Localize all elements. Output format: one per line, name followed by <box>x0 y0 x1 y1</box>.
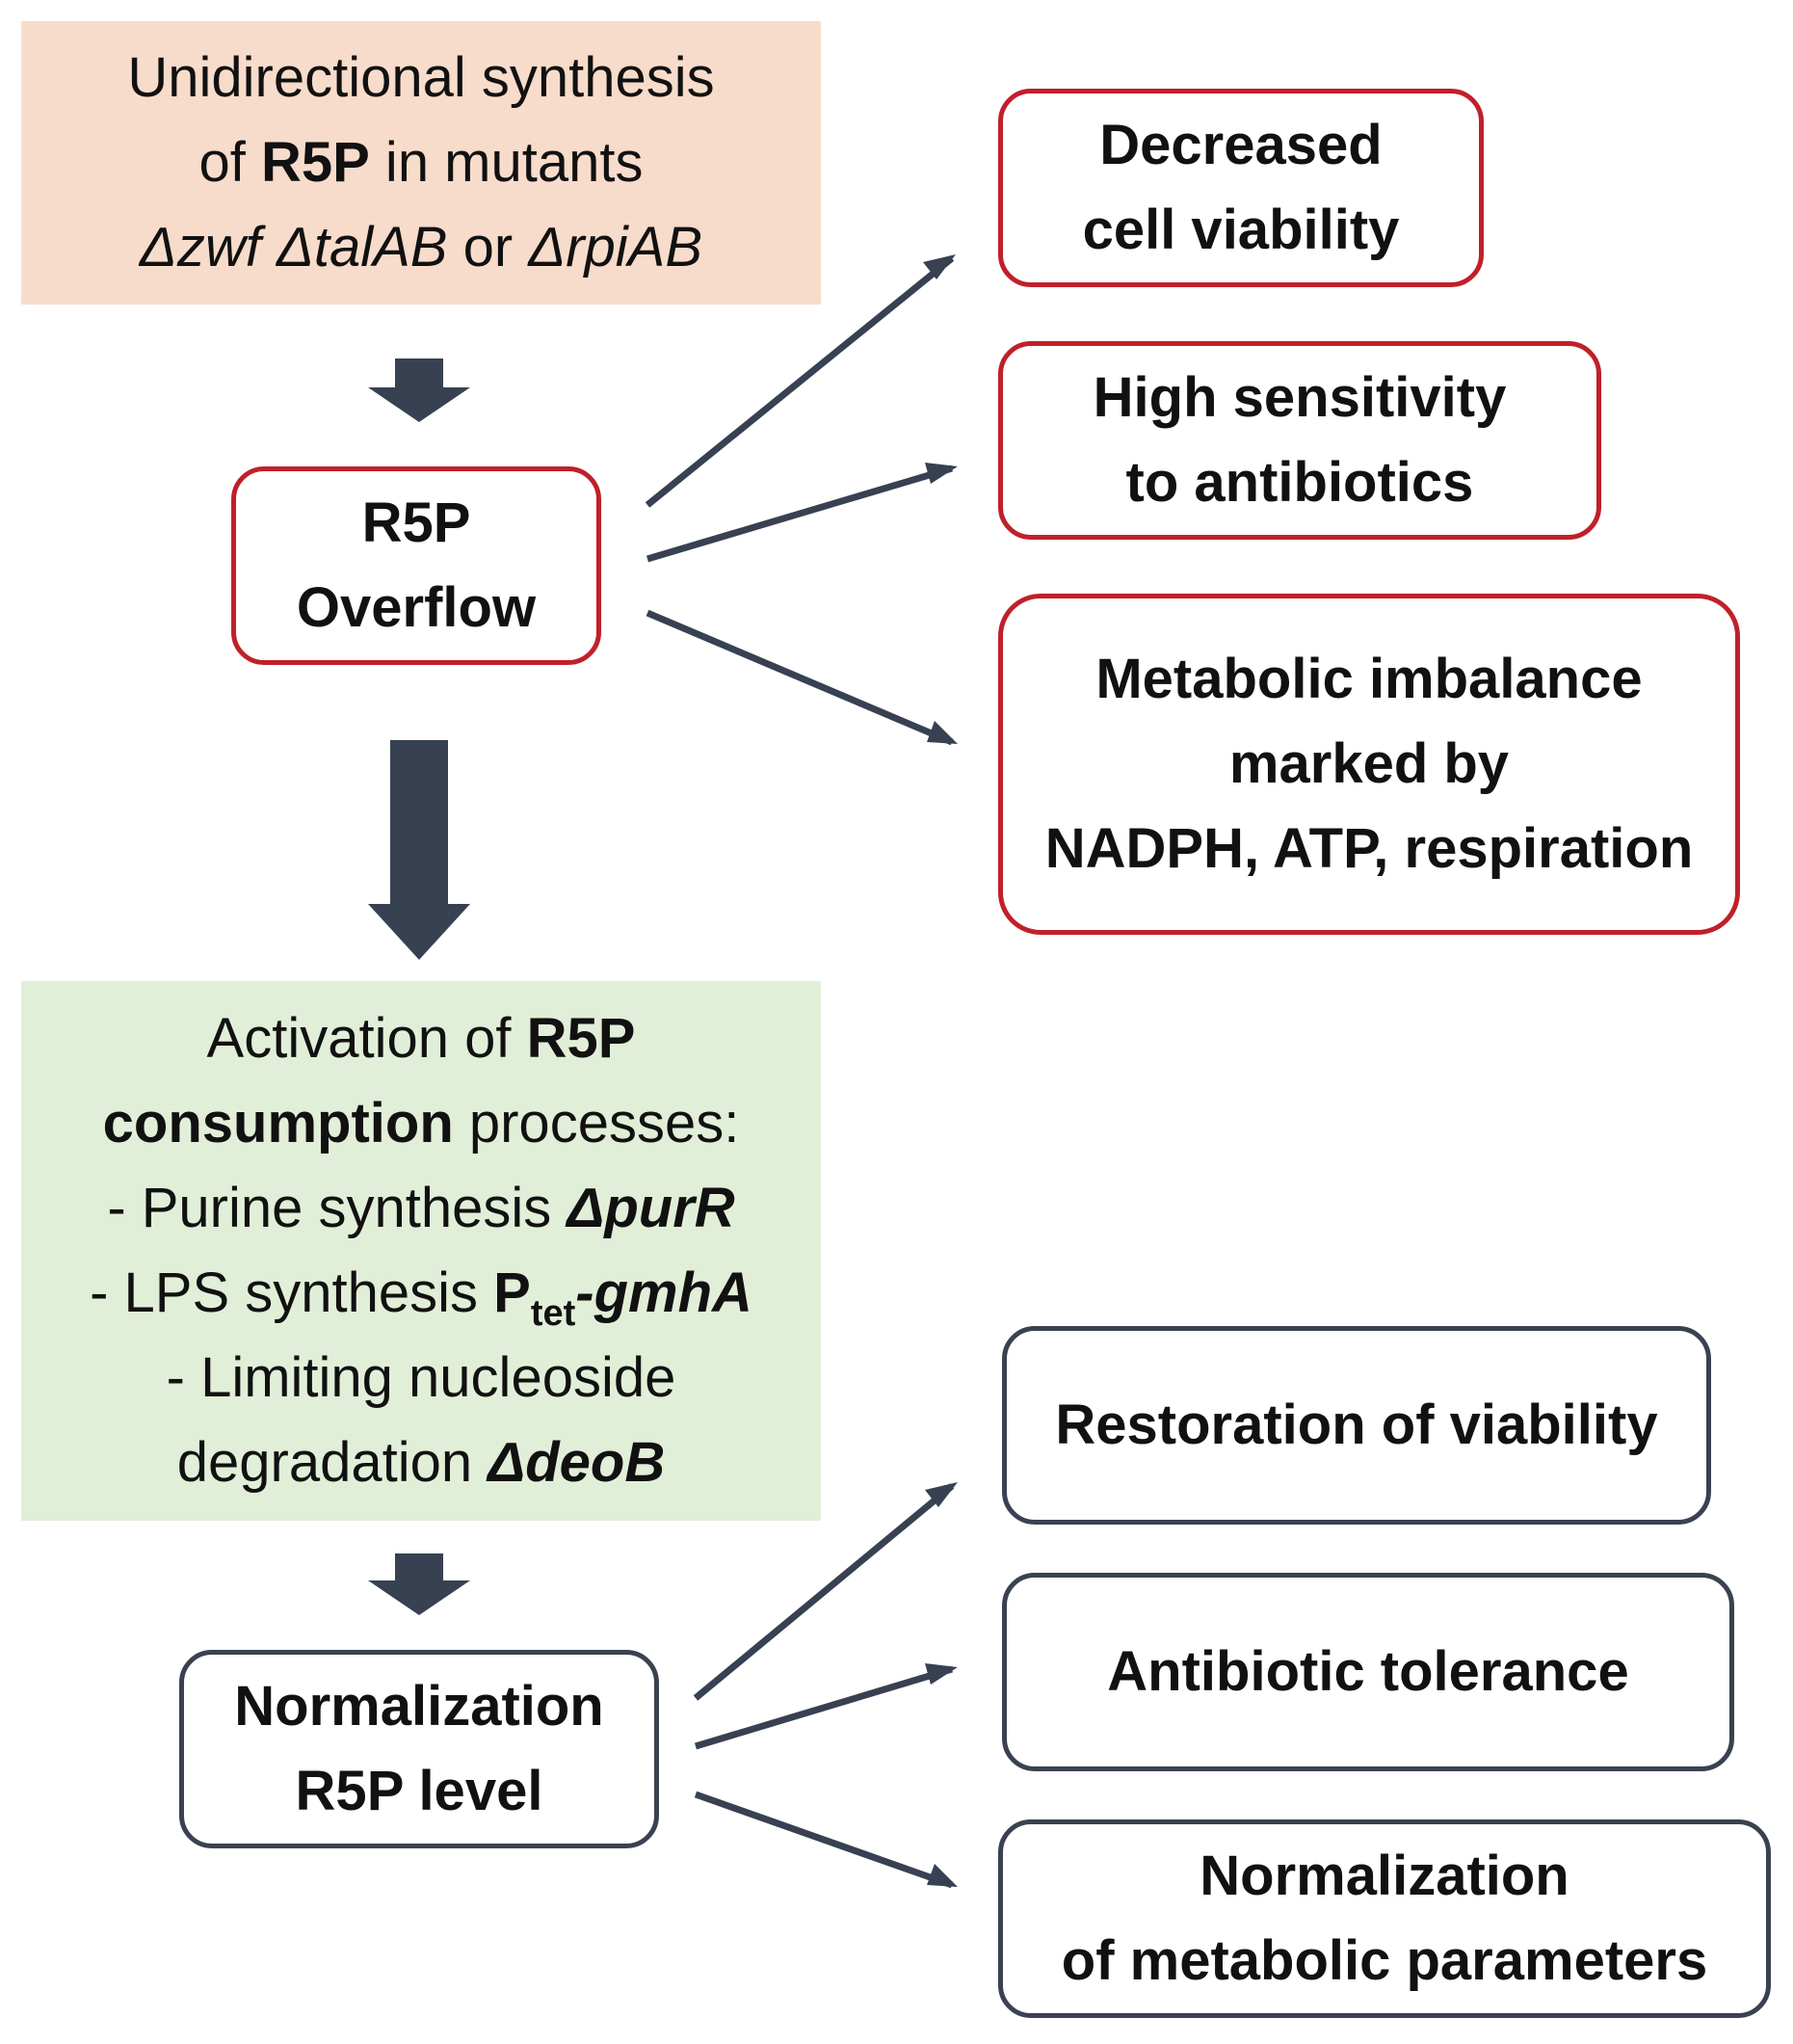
box-line: R5P level <box>295 1760 543 1822</box>
effect-box-restoration-viability: Restoration of viability <box>1002 1326 1711 1525</box>
effect-box-metabolic-normalization: Normalization of metabolic parameters <box>998 1819 1771 2018</box>
box-line: R5P <box>361 491 471 554</box>
box-line: High sensitivity <box>1093 366 1507 429</box>
r5p-label: R5P <box>526 1007 636 1070</box>
arrowhead-tolerance <box>925 1663 958 1685</box>
effect-box-metabolic-imbalance: Metabolic imbalance marked by NADPH, ATP… <box>998 594 1740 935</box>
box-line: of metabolic parameters <box>1061 1929 1708 1992</box>
panel-line: consumption processes: <box>103 1081 740 1166</box>
text-segment: degradation <box>176 1431 488 1494</box>
box-line: Decreased <box>1099 114 1383 176</box>
r5p-consumption-panel: Activation of R5P consumption processes:… <box>21 981 821 1521</box>
box-line: Overflow <box>296 576 537 639</box>
mutant-synthesis-panel: Unidirectional synthesis of R5P in mutan… <box>21 21 821 305</box>
arrowhead-sensitivity <box>925 463 958 484</box>
r5p-label: R5P <box>260 131 370 194</box>
box-line: Normalization <box>234 1675 604 1738</box>
consumption-label: consumption <box>102 1092 454 1155</box>
gene-name: -gmhA <box>575 1261 752 1324</box>
effect-box-antibiotic-sensitivity: High sensitivity to antibiotics <box>998 341 1601 540</box>
gene-name: ΔrpiAB <box>528 216 703 279</box>
panel-line: - Purine synthesis ΔpurR <box>107 1166 734 1251</box>
panel-line: Δzwf ΔtalAB or ΔrpiAB <box>140 205 702 290</box>
panel-line: of R5P in mutants <box>198 120 643 205</box>
text-segment: processes: <box>453 1092 740 1155</box>
box-line: Antibiotic tolerance <box>1107 1640 1629 1703</box>
text-segment: in mutants <box>369 131 644 194</box>
arrow-overflow-to-imbalance <box>646 609 954 746</box>
arrowhead-parameters <box>927 1864 958 1887</box>
box-line: NADPH, ATP, respiration <box>1044 817 1694 880</box>
down-arrow-3 <box>368 1553 470 1615</box>
gene-names: Δzwf ΔtalAB <box>139 216 448 279</box>
gene-name: ΔpurR <box>567 1177 735 1239</box>
text-segment: or <box>447 216 529 279</box>
arrowhead-viability <box>923 254 956 279</box>
box-line: Metabolic imbalance <box>1095 648 1643 710</box>
panel-line: - Limiting nucleoside <box>166 1346 676 1409</box>
normalization-r5p-box: Normalization R5P level <box>179 1650 659 1848</box>
box-line: cell viability <box>1082 199 1400 261</box>
effect-box-antibiotic-tolerance: Antibiotic tolerance <box>1002 1573 1734 1771</box>
promoter-subscript: tet <box>530 1293 576 1334</box>
down-arrow-2 <box>368 740 470 960</box>
arrow-overflow-to-viability <box>645 255 955 508</box>
arrow-overflow-to-sensitivity <box>646 465 953 563</box>
panel-line: - LPS synthesis Ptet-gmhA <box>90 1251 752 1336</box>
text-segment: of <box>198 131 261 194</box>
effect-box-decreased-viability: Decreased cell viability <box>998 89 1484 287</box>
down-arrow-1 <box>368 358 470 422</box>
box-line: Normalization <box>1200 1845 1569 1907</box>
box-line: to antibiotics <box>1125 451 1474 514</box>
text-segment: - LPS synthesis <box>90 1261 494 1324</box>
text-segment: Activation of <box>206 1007 527 1070</box>
arrow-normalization-to-parameters <box>694 1791 954 1889</box>
panel-line: Unidirectional synthesis <box>127 46 715 109</box>
panel-line: Activation of R5P <box>207 996 636 1081</box>
arrowhead-imbalance <box>927 721 958 744</box>
gene-name: ΔdeoB <box>488 1431 666 1494</box>
promoter-label: P <box>493 1261 531 1324</box>
box-line: Restoration of viability <box>1055 1394 1658 1456</box>
arrow-normalization-to-tolerance <box>694 1665 954 1750</box>
r5p-overflow-box: R5P Overflow <box>231 466 601 665</box>
arrow-normalization-to-restoration <box>693 1483 955 1701</box>
text-segment: - Purine synthesis <box>107 1177 567 1239</box>
panel-line: degradation ΔdeoB <box>177 1420 665 1505</box>
box-line: marked by <box>1228 732 1510 795</box>
arrowhead-restoration <box>925 1482 958 1507</box>
